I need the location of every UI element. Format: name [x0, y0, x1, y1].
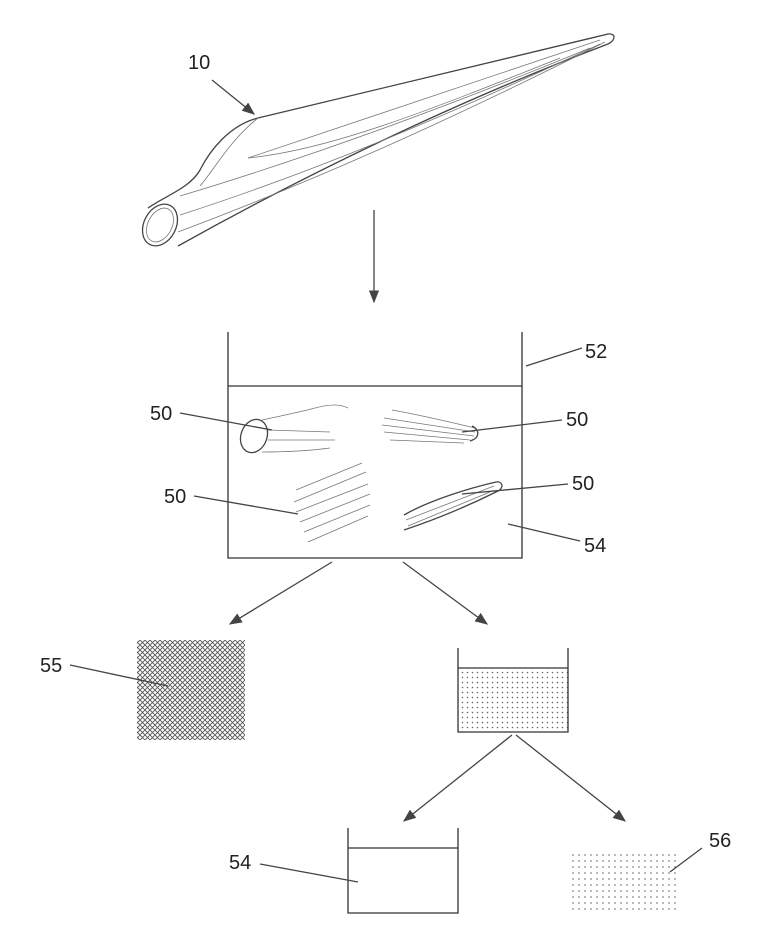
label-55: 55 — [40, 655, 62, 677]
fragment-root — [236, 405, 348, 456]
fragment-mid — [382, 410, 478, 443]
label-10: 10 — [188, 52, 210, 74]
fragment-tip — [404, 482, 502, 530]
arrow-to-precipitate — [516, 735, 625, 821]
label-52: 52 — [585, 341, 607, 363]
tank — [228, 332, 522, 558]
arrow-to-recovered-liquid — [404, 735, 512, 821]
arrow-to-solid — [230, 562, 332, 624]
tank-labels: 52 50 50 50 50 54 — [150, 341, 607, 557]
label-50-shell: 50 — [164, 486, 186, 508]
precipitate-label: 56 — [670, 830, 731, 872]
label-54-recovered: 54 — [229, 852, 251, 874]
recovered-liquid-label: 54 — [229, 852, 358, 882]
recovered-liquid-container — [348, 828, 458, 913]
label-56: 56 — [709, 830, 731, 852]
arrow-to-solution — [403, 562, 487, 624]
label-50-tip: 50 — [572, 473, 594, 495]
solution-container — [458, 648, 568, 732]
fragment-shell — [294, 463, 370, 542]
solid-residue-block — [137, 640, 245, 740]
label-54-liquid: 54 — [584, 535, 606, 557]
blade-label: 10 — [188, 52, 254, 114]
precipitate-block — [571, 850, 679, 912]
label-50-mid: 50 — [566, 409, 588, 431]
label-50-root: 50 — [150, 403, 172, 425]
